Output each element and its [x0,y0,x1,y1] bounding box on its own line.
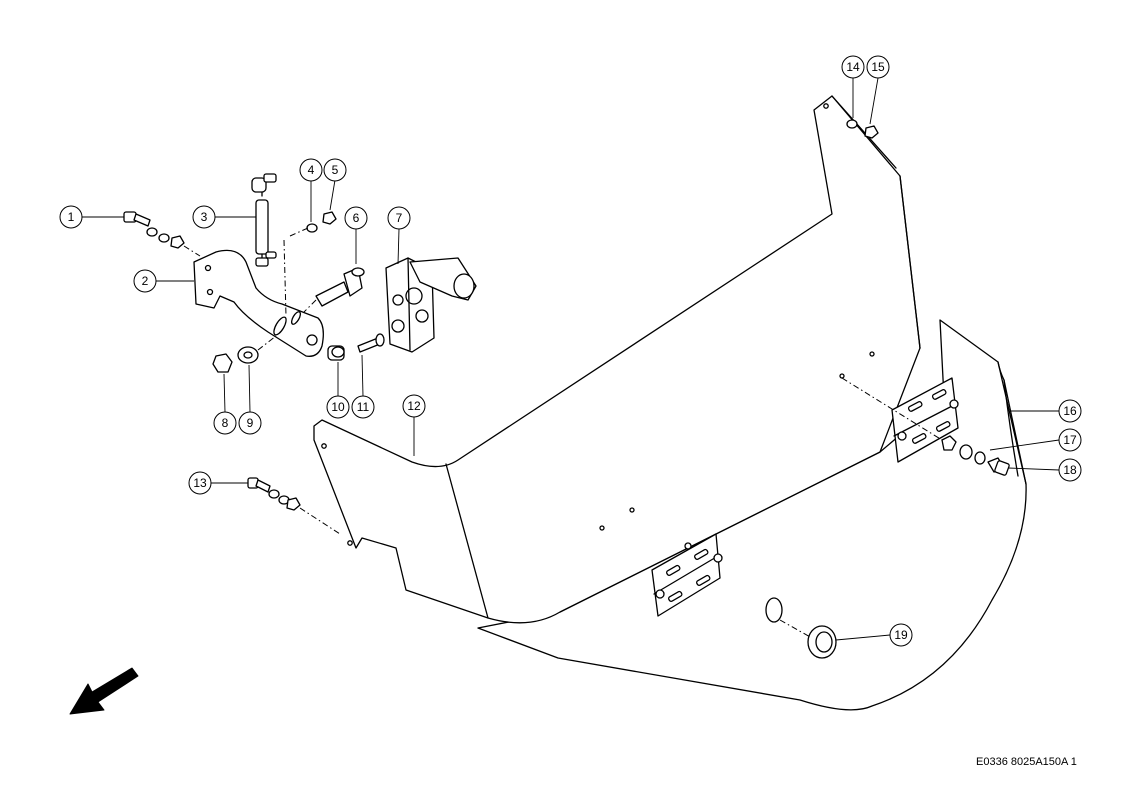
callout-number: 11 [357,400,370,414]
callout-number: 17 [1063,433,1077,447]
washer-1 [146,227,158,237]
leader-lines [82,77,1060,641]
washer-17 [959,444,973,460]
nut-8 [212,353,233,373]
document-code: E0336 8025A150A 1 [976,756,1077,768]
gas-strut-3 [251,173,277,267]
washer-4 [306,223,318,233]
washer-1b [158,233,170,243]
callout-number: 3 [201,210,208,224]
washer-14 [846,119,858,129]
nut-15 [864,125,879,139]
guard-panel-12 [313,95,921,624]
bolt-1 [123,211,151,227]
bracket-2 [193,249,324,357]
callout-number: 18 [1063,463,1077,477]
callout-5: 5 [323,158,347,182]
callout-16: 16 [1058,399,1082,423]
grommet-19 [765,597,837,659]
washer-17b [974,451,986,465]
hinge-right [891,377,959,463]
bolt-13 [247,477,271,493]
callout-13: 13 [188,471,212,495]
washer-9 [237,346,259,364]
nut-5 [322,211,337,225]
direction-arrow-icon [69,667,139,715]
callout-number: 2 [142,274,149,288]
callout-number: 12 [407,399,421,413]
callout-number: 4 [308,163,315,177]
callout-11: 11 [351,395,375,419]
washer-13 [268,489,280,499]
callout-number: 8 [222,416,229,430]
callout-number: 7 [396,211,403,225]
callout-10: 10 [326,395,350,419]
callout-number: 9 [247,416,254,430]
callout-number: 14 [846,60,860,74]
nut-1 [170,235,185,249]
callout-9: 9 [238,411,262,435]
callout-12: 12 [402,394,426,418]
callout-1: 1 [59,205,83,229]
callout-number: 10 [331,400,345,414]
bolt-18 [987,457,1010,476]
callout-number: 19 [894,628,908,642]
callout-number: 1 [68,210,75,224]
callout-2: 2 [133,269,157,293]
callout-number: 13 [193,476,207,490]
hinge-front [651,533,723,617]
callout-14: 14 [841,55,865,79]
pin-6 [315,267,365,307]
callout-number: 6 [353,211,360,225]
callout-17: 17 [1058,428,1082,452]
callout-6: 6 [344,206,368,230]
callout-number: 5 [332,163,339,177]
deflector-plate-16 [477,319,1027,711]
callout-7: 7 [387,206,411,230]
callout-3: 3 [192,205,216,229]
screw-11 [357,333,385,353]
nut-17a [941,435,957,451]
bushing-10 [327,345,345,361]
callout-number: 16 [1063,404,1077,418]
callout-15: 15 [866,55,890,79]
latch-7 [385,257,477,353]
callout-18: 18 [1058,458,1082,482]
callout-19: 19 [889,623,913,647]
callout-number: 15 [871,60,885,74]
callout-8: 8 [213,411,237,435]
nut-13 [286,497,301,511]
callout-4: 4 [299,158,323,182]
